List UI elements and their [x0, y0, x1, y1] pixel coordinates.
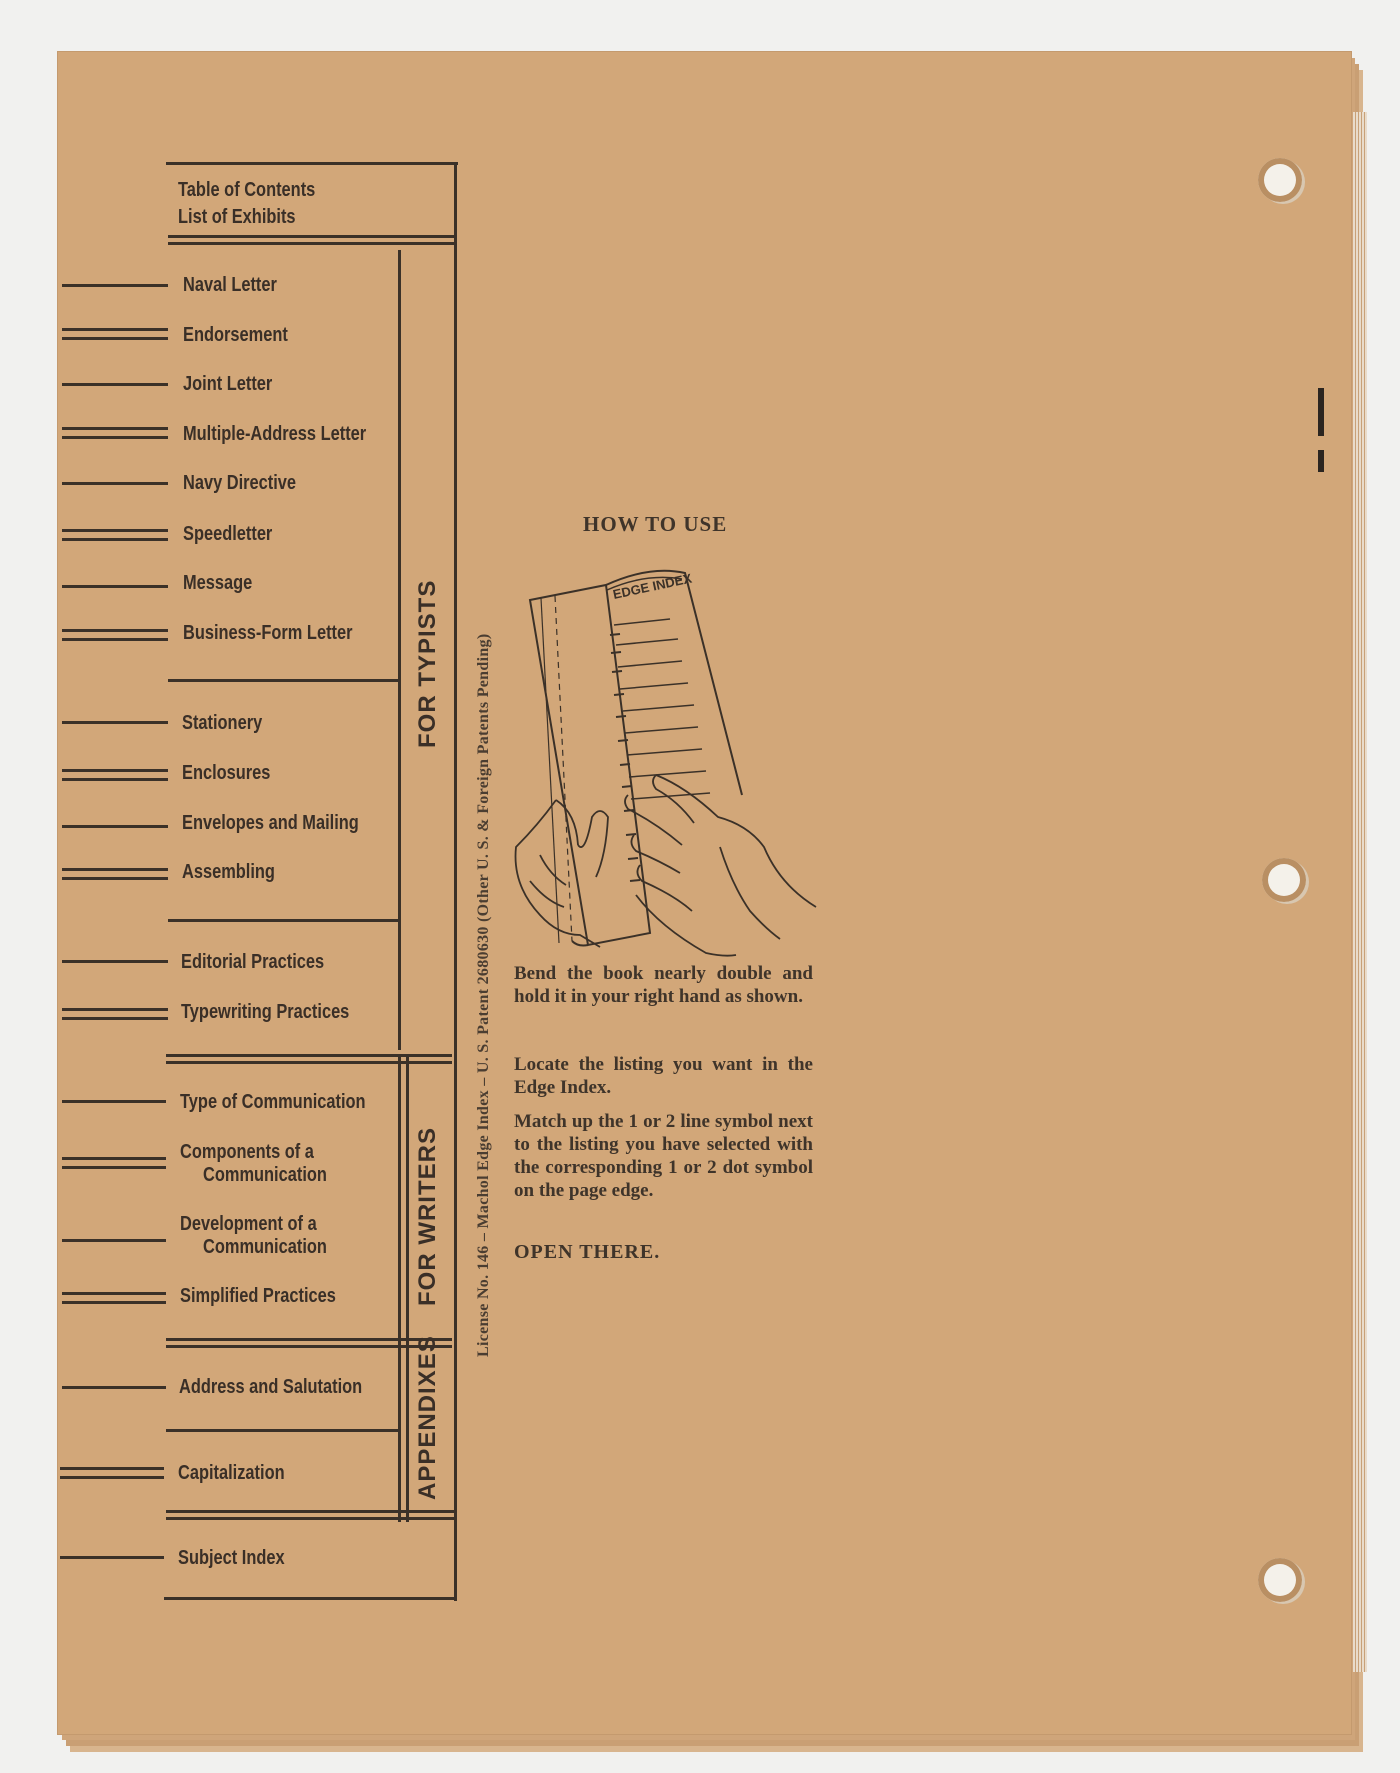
- index-item-label-continued: Communication: [203, 1164, 327, 1186]
- line-symbol: [62, 337, 168, 340]
- binder-hole-top: [1258, 158, 1302, 202]
- line-symbol: [62, 328, 168, 331]
- instruction-paragraph: Bend the book nearly dou­ble and hold it…: [514, 963, 813, 1007]
- index-item-label: Components of a: [180, 1141, 314, 1163]
- index-item-label: Speedletter: [183, 523, 273, 545]
- writers-bracket: [398, 1056, 401, 1346]
- index-item-label: Endorsement: [183, 324, 288, 346]
- index-item-label: Editorial Practices: [181, 951, 325, 973]
- line-symbol: [62, 721, 168, 724]
- index-item-label-continued: Communication: [203, 1236, 327, 1258]
- line-symbol: [60, 1467, 164, 1470]
- edge-tab-mark: [1318, 450, 1324, 472]
- line-symbol: [60, 1476, 164, 1479]
- line-symbol: [62, 868, 168, 871]
- toc-header-line: Table of Contents: [178, 179, 316, 201]
- line-symbol: [62, 629, 168, 632]
- group-divider: [166, 1510, 456, 1513]
- line-symbol: [62, 529, 168, 532]
- line-symbol: [62, 1166, 166, 1169]
- line-symbol: [62, 427, 168, 430]
- index-item-label: Joint Letter: [183, 373, 273, 395]
- index-item-label: Navy Directive: [183, 472, 297, 494]
- index-item-label: Stationery: [182, 712, 263, 734]
- typists-bracket: [398, 250, 401, 1050]
- index-item-label: Subject Index: [178, 1547, 285, 1569]
- group-divider: [166, 1338, 452, 1341]
- toc-frame-right: [454, 162, 457, 1601]
- toc-frame-top: [166, 162, 458, 165]
- index-item-label: Enclosures: [182, 762, 271, 784]
- group-divider: [166, 1054, 452, 1057]
- header-rule: [168, 242, 454, 245]
- line-symbol: [62, 1157, 166, 1160]
- line-symbol: [62, 778, 168, 781]
- index-item-label: Typewriting Practices: [181, 1001, 350, 1023]
- edge-tab-mark: [1318, 388, 1324, 436]
- line-symbol: [62, 1292, 166, 1295]
- open-there-text: OPEN THERE.: [514, 1241, 661, 1263]
- group-divider: [166, 1429, 400, 1432]
- line-symbol: [62, 436, 168, 439]
- section-label-appendixes: APPENDIXES: [414, 1335, 441, 1500]
- appendix-bracket: [406, 1336, 409, 1522]
- how-to-use-title: HOW TO USE: [583, 512, 728, 536]
- index-page: [58, 52, 1367, 1734]
- line-symbol: [62, 1100, 166, 1103]
- instruction-paragraph: Locate the listing you want in the Edge …: [514, 1054, 813, 1098]
- book-hands-illustration: EDGE INDEX: [514, 569, 817, 957]
- index-item-label: Type of Communication: [180, 1091, 366, 1113]
- line-symbol: [62, 538, 168, 541]
- index-item-label: Simplified Practices: [180, 1285, 336, 1307]
- section-label-typists: FOR TYPISTS: [414, 579, 441, 748]
- index-item-label: Capitalization: [178, 1462, 285, 1484]
- line-symbol: [62, 877, 168, 880]
- index-item-label: Message: [183, 572, 253, 594]
- instruction-paragraph: Match up the 1 or 2 line symbol next to …: [514, 1111, 813, 1201]
- license-notice: License No. 146 – Machol Edge Index – U.…: [475, 633, 492, 1357]
- group-divider: [168, 679, 400, 682]
- line-symbol: [62, 769, 168, 772]
- line-symbol: [62, 1301, 166, 1304]
- line-symbol: [62, 638, 168, 641]
- line-symbol: [62, 1008, 168, 1011]
- line-symbol: [62, 1386, 166, 1389]
- group-divider: [166, 1061, 452, 1064]
- index-item-label: Development of a: [180, 1213, 317, 1235]
- binder-hole-bottom: [1258, 1558, 1302, 1602]
- line-symbol: [62, 585, 168, 588]
- line-symbol: [62, 825, 168, 828]
- line-symbol: [62, 482, 168, 485]
- header-rule: [168, 235, 454, 238]
- group-divider: [166, 1345, 452, 1348]
- index-item-label: Assembling: [182, 861, 275, 883]
- toc-header-line: List of Exhibits: [178, 206, 296, 228]
- index-item-label: Envelopes and Mailing: [182, 812, 359, 834]
- edge-index-label: EDGE INDEX: [612, 571, 694, 602]
- writers-bracket: [406, 1056, 409, 1346]
- line-symbol: [60, 1556, 164, 1559]
- toc-frame-bottom: [164, 1597, 456, 1600]
- section-label-writers: FOR WRITERS: [414, 1127, 441, 1306]
- index-item-label: Multiple-Address Letter: [183, 423, 367, 445]
- index-item-label: Address and Salutation: [179, 1376, 363, 1398]
- line-symbol: [62, 284, 168, 287]
- group-divider: [166, 1517, 456, 1520]
- line-symbol: [62, 383, 168, 386]
- line-symbol: [62, 1017, 168, 1020]
- line-symbol: [62, 960, 168, 963]
- index-item-label: Business-Form Letter: [183, 622, 353, 644]
- page-edge: [1353, 112, 1367, 1672]
- line-symbol: [62, 1239, 166, 1242]
- group-divider: [168, 919, 400, 922]
- binder-hole-middle: [1262, 858, 1306, 902]
- index-item-label: Naval Letter: [183, 274, 277, 296]
